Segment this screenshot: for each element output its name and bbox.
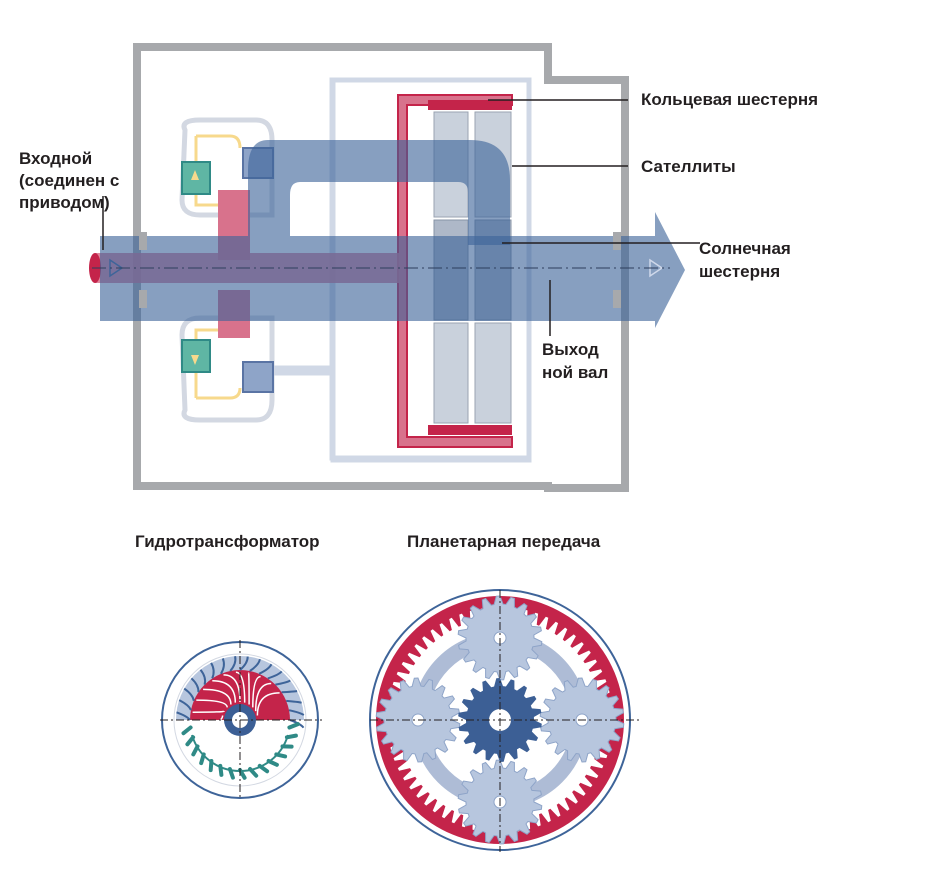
label-input-line2: (соединен с (19, 171, 120, 190)
impeller-vane (203, 688, 232, 705)
impeller-blade (286, 699, 302, 704)
impeller-blade (281, 690, 298, 694)
label-output-line1: Выход (542, 340, 599, 359)
impeller-blade (178, 699, 192, 711)
label-input-line3: приводом) (19, 193, 110, 212)
impeller-vane (196, 699, 228, 708)
turbine-blade (181, 725, 193, 736)
label-sun-line2: шестерня (699, 262, 781, 281)
bearing (139, 290, 147, 308)
label-sun-line1: Солнечная (699, 239, 791, 258)
label-output-line2: ной вал (542, 363, 609, 382)
torque-converter-front (160, 640, 322, 800)
planetary-gear-front (369, 589, 640, 852)
turbine-blade (287, 722, 300, 730)
caption-planetary-gear: Планетарная передача (407, 532, 601, 551)
bearing (613, 232, 621, 250)
impeller-blade (258, 663, 273, 675)
impeller-blade (220, 658, 225, 675)
bearing (139, 232, 147, 250)
impeller-vane (192, 715, 224, 726)
impeller-blade (210, 662, 215, 679)
ring-gear-carrier (397, 94, 513, 448)
caption-torque-converter: Гидротрансформатор (135, 532, 320, 551)
impeller-blade (288, 709, 305, 716)
impeller-vane (256, 692, 280, 716)
impeller-vane (235, 671, 246, 703)
impeller-blade (275, 679, 291, 686)
impeller-vane (247, 672, 250, 705)
impeller-vane (252, 675, 261, 708)
impeller-blade (239, 656, 249, 671)
impeller-blade (190, 677, 200, 693)
impeller-vane (254, 682, 272, 712)
label-input-line1: Входной (19, 149, 93, 168)
impeller-blade (249, 658, 261, 672)
impeller-blade (199, 669, 207, 685)
outer-housing (133, 43, 629, 492)
impeller-blade (183, 687, 195, 702)
impeller-vane (192, 710, 226, 713)
label-planets: Сателлиты (641, 157, 736, 176)
impeller-blade (267, 670, 283, 680)
impeller-vane (212, 680, 237, 703)
impeller-vane (223, 674, 241, 703)
impeller-blade (176, 711, 191, 721)
label-ring-gear: Кольцевая шестерня (641, 90, 819, 109)
power-flow-arrow-main (100, 212, 685, 328)
bearing (613, 290, 621, 308)
power-flow-arrow-top (248, 140, 510, 245)
impeller-blade (229, 655, 237, 672)
